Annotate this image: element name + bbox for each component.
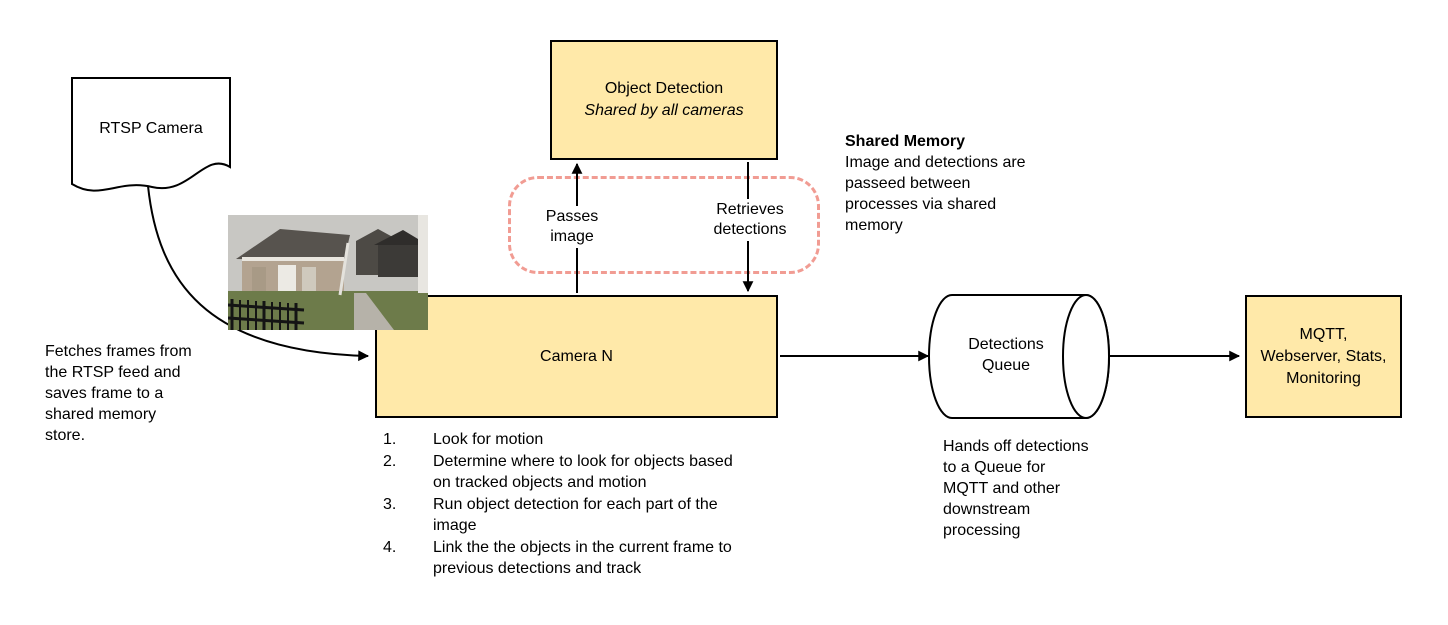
shared-memory-note-line: Image and detections are [845,154,1026,171]
hands-off-note-line: processing [943,522,1021,539]
shared-memory-note: Shared Memory Image and detections are p… [845,131,1060,236]
camera-n-label: Camera N [540,347,613,365]
object-detection-node: Object Detection Shared by all cameras [550,40,778,160]
fetches-frames-note-line: saves frame to a [45,385,164,402]
fetches-frames-note-line: Fetches frames from [45,343,192,360]
camera-n-node: Camera N [375,295,778,418]
hands-off-note-line: downstream [943,501,1031,518]
step-number: 1. [383,431,397,448]
step-text: Determine where to look for objects base… [433,453,733,491]
camera-n-step: 1. Look for motion [383,429,785,450]
queue-cylinder-cap [1062,294,1110,419]
step-text: Run object detection for each part of th… [433,496,718,534]
camera-n-step: 2. Determine where to look for objects b… [383,451,785,493]
rtsp-to-camera-arrow [147,185,370,362]
camera-n-steps-list: 1. Look for motion 2. Determine where to… [383,429,785,580]
fetches-frames-note: Fetches frames from the RTSP feed and sa… [45,341,235,446]
shared-memory-note-line: memory [845,217,903,234]
passes-image-label: Passes image [534,206,610,248]
hands-off-note-line: Hands off detections [943,438,1089,455]
rtsp-document-shape [71,77,231,192]
fetches-frames-note-line: the RTSP feed and [45,364,181,381]
detections-queue-label: Detections Queue [968,336,1044,374]
step-number: 4. [383,539,397,556]
hands-off-note: Hands off detections to a Queue for MQTT… [943,436,1133,541]
retrieves-detections-label: Retrieves detections [702,199,798,241]
hands-off-note-line: MQTT and other [943,480,1061,497]
rtsp-camera-label: RTSP Camera [99,120,203,137]
fetches-frames-note-line: shared memory [45,406,157,423]
object-detection-title: Object Detection [604,80,724,97]
camera-n-step: 3. Run object detection for each part of… [383,494,785,536]
step-number: 2. [383,453,397,470]
hands-off-note-line: to a Queue for [943,459,1046,476]
object-detection-subtitle: Shared by all cameras [584,102,744,119]
step-text: Link the the objects in the current fram… [433,539,732,577]
shared-memory-region-outline [508,176,820,274]
step-text: Look for motion [433,431,544,448]
mqtt-label: MQTT, Webserver, Stats, Monitoring [1260,325,1387,387]
fetches-frames-note-line: store. [45,427,86,444]
shared-memory-note-title: Shared Memory [845,133,966,150]
step-number: 3. [383,496,397,513]
mqtt-node: MQTT, Webserver, Stats, Monitoring [1245,295,1402,418]
camera-n-step: 4. Link the the objects in the current f… [383,537,785,579]
camera-snapshot-image [227,215,428,330]
shared-memory-note-line: passeed between [845,175,971,192]
shared-memory-note-line: processes via shared [845,196,997,213]
camera-snapshot-art [227,215,428,330]
